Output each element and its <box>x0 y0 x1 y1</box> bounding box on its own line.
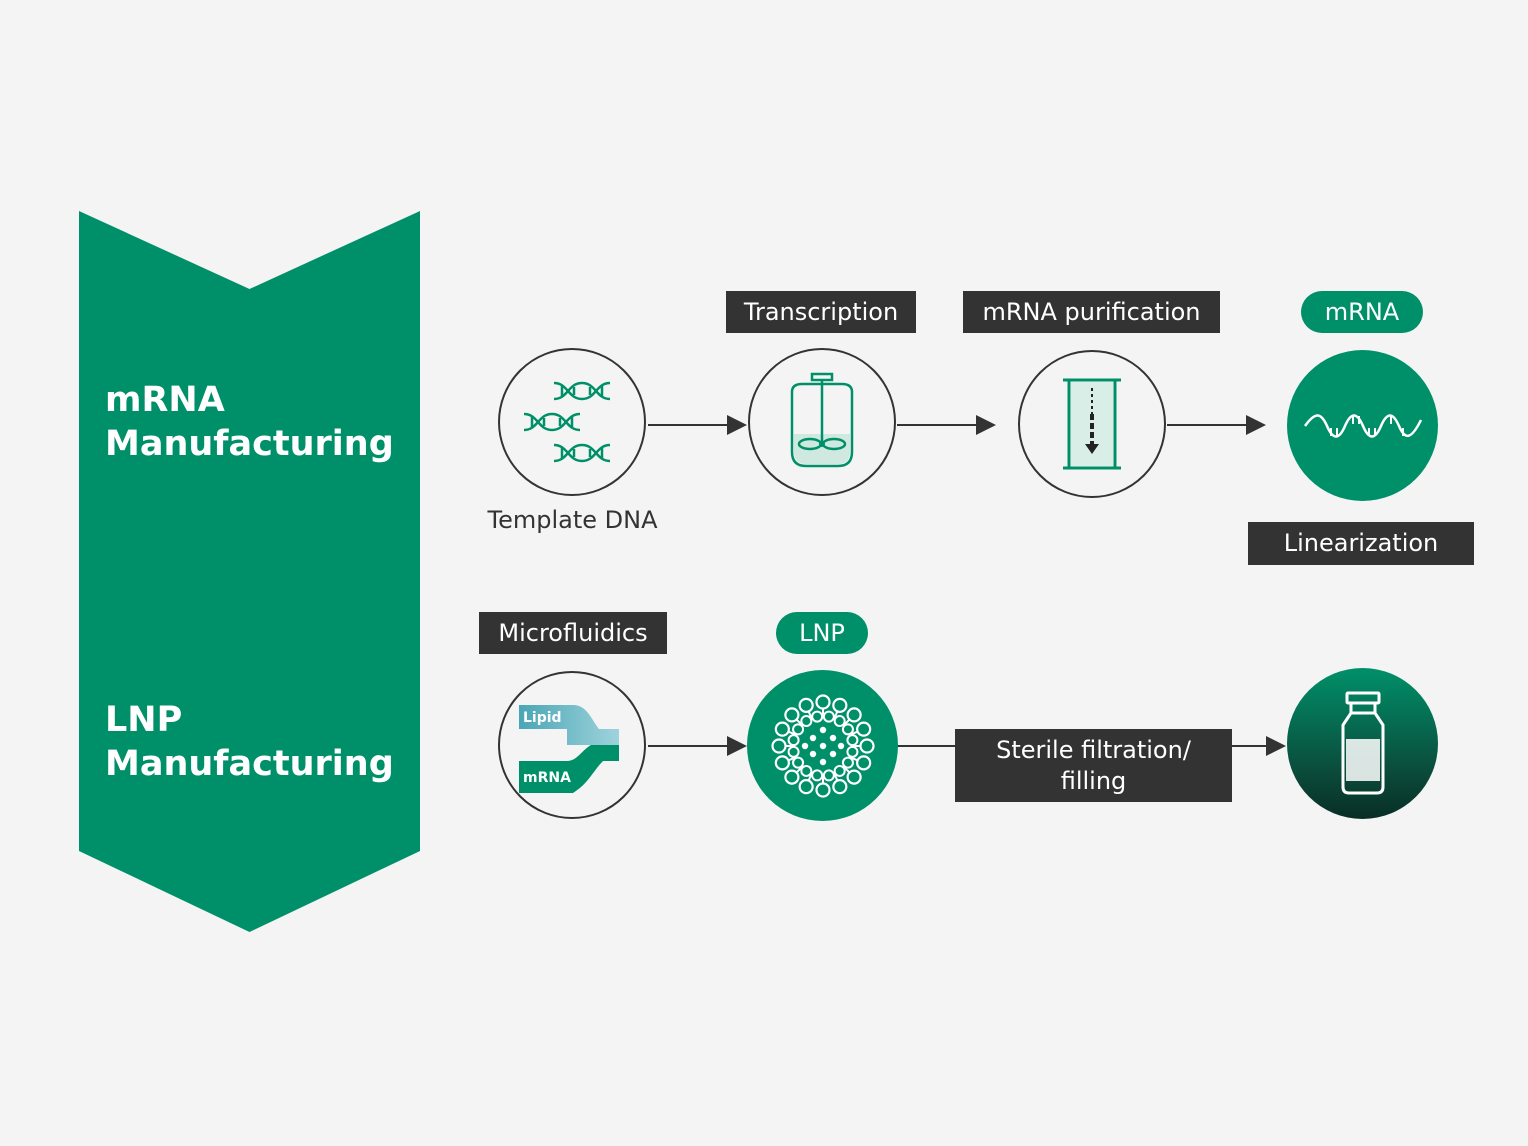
transcription-label: Transcription <box>726 291 916 333</box>
vial-icon <box>1341 691 1384 794</box>
microfluidics-node: Lipid mRNA <box>498 671 646 819</box>
template-dna-caption: Template DNA <box>487 506 658 534</box>
purification-column-icon <box>1063 378 1121 470</box>
mrna-pill: mRNA <box>1301 291 1423 333</box>
lipid-text: Lipid <box>523 710 562 726</box>
transcription-node <box>748 348 896 496</box>
lnp-node <box>747 670 898 821</box>
mrna-purification-label: mRNA purification <box>963 291 1220 333</box>
bioreactor-icon <box>790 372 854 468</box>
microfluidic-mixer-icon: Lipid mRNA <box>519 705 619 793</box>
sterile-filtration-label: Sterile filtration/ filling <box>955 729 1232 802</box>
section-chevron <box>79 211 420 932</box>
purification-node <box>1018 350 1166 498</box>
mrna-node <box>1287 350 1438 501</box>
dna-icon <box>523 381 611 463</box>
mrna-strand-icon <box>1303 413 1422 438</box>
template-dna-node <box>498 348 646 496</box>
mrna-text: mRNA <box>523 770 571 786</box>
linearization-label: Linearization <box>1248 522 1474 565</box>
lnp-pill: LNP <box>776 612 868 654</box>
lipid-nanoparticle-icon <box>770 693 875 798</box>
vial-node <box>1287 668 1438 819</box>
lnp-manufacturing-title: LNP Manufacturing <box>105 700 394 784</box>
mrna-manufacturing-title: mRNA Manufacturing <box>105 380 394 464</box>
microfluidics-label: Microfluidics <box>479 612 667 654</box>
